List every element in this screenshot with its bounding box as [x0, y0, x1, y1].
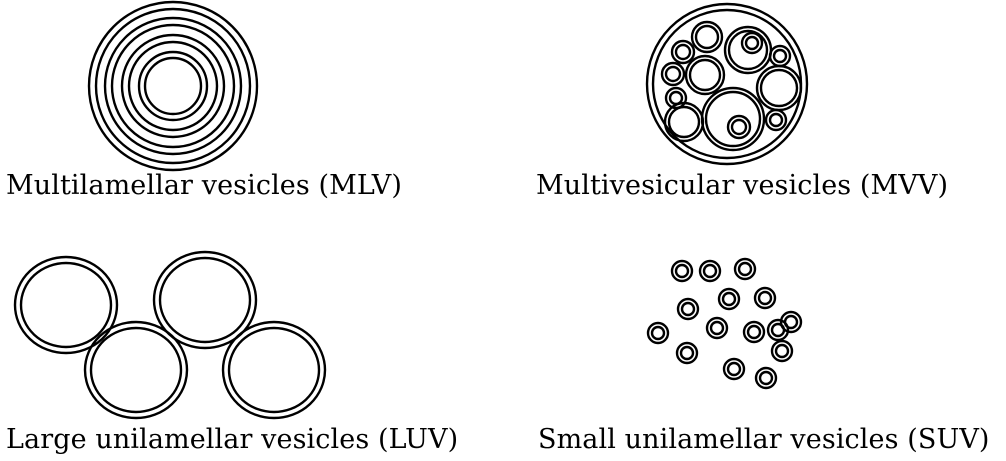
mvv-inner-vesicle	[764, 108, 788, 132]
mlv-lamella-1	[87, 0, 259, 172]
suv-vesicle	[675, 341, 699, 365]
mvv-inner-vesicle	[670, 39, 696, 65]
suv-vesicle	[753, 286, 777, 310]
mvv-inner-vesicle	[690, 20, 724, 54]
suv-caption: Small unilamellar vesicles (SUV)	[538, 424, 990, 455]
suv-vesicle	[722, 357, 746, 381]
mvv-inner-vesicle	[755, 64, 803, 112]
mvv-inner-vesicle	[723, 25, 773, 75]
suv-vesicle	[742, 320, 766, 344]
luv-vesicle	[221, 320, 327, 420]
mlv-vesicle	[87, 0, 259, 172]
mvv-inner-vesicle	[684, 54, 726, 96]
mvv-inner-vesicle	[660, 61, 686, 87]
suv-vesicle	[733, 257, 757, 281]
suv-vesicle	[754, 366, 778, 390]
mvv-inner-vesicle	[700, 86, 766, 152]
suv-vesicle	[717, 287, 741, 311]
luv-vesicle	[83, 320, 189, 420]
luv-vesicle	[13, 255, 119, 355]
mlv-lamella-2	[94, 7, 252, 165]
mvv-outer-membrane	[645, 2, 809, 166]
suv-vesicle	[770, 339, 794, 363]
mlv-lamella-3	[103, 16, 243, 156]
mvv-vesicle	[645, 2, 809, 166]
suv-vesicle	[676, 297, 700, 321]
mlv-lamella-4	[110, 23, 236, 149]
suv-vesicle	[646, 321, 670, 345]
mlv-lamella-7	[137, 50, 209, 122]
luv-caption: Large unilamellar vesicles (LUV)	[6, 424, 459, 455]
mlv-lamella-6	[127, 40, 219, 132]
mlv-lamella-5	[120, 33, 226, 139]
suv-vesicle	[670, 259, 694, 283]
suv-vesicle	[779, 310, 803, 334]
suv-vesicle	[698, 259, 722, 283]
luv-group	[13, 250, 327, 420]
mvv-inner-vesicle	[768, 44, 792, 68]
mvv-inner-vesicle	[663, 101, 705, 143]
suv-group	[646, 257, 803, 390]
mvv-caption: Multivesicular vesicles (MVV)	[536, 170, 949, 201]
mlv-caption: Multilamellar vesicles (MLV)	[6, 170, 402, 201]
mlv-lamella-8	[143, 56, 203, 116]
luv-vesicle	[152, 250, 258, 350]
suv-vesicle	[705, 316, 729, 340]
